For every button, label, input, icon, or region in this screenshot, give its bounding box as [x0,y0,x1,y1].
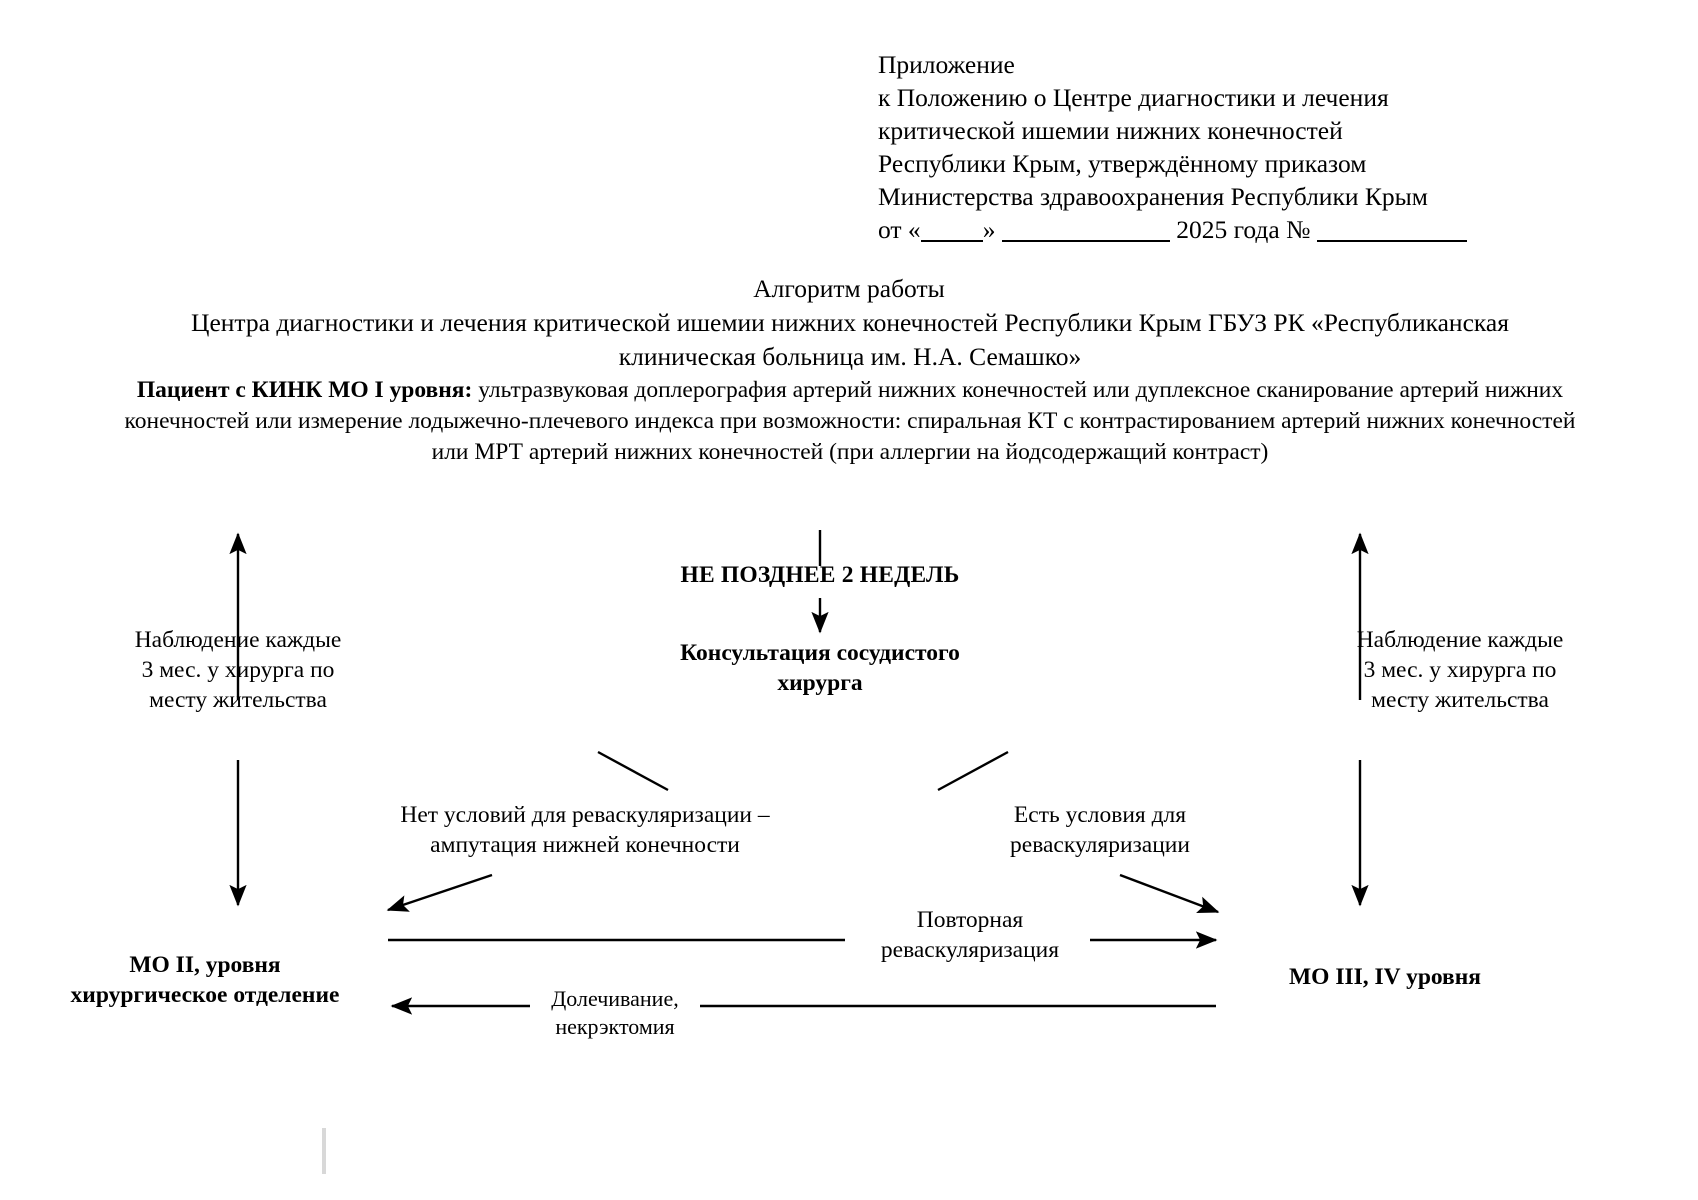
appendix-line-5: Министерства здравоохранения Республики … [878,182,1428,211]
number-blank [1316,240,1467,242]
no-revascularization-line-2: ампутация нижней конечности [430,832,740,858]
aftercare-line-1: Долечивание, [551,986,679,1011]
left-observation-line-3: месту жительства [149,687,327,713]
yes-revascularization-line-2: реваскуляризации [1010,832,1190,858]
aftercare-line-2: некрэктомия [555,1014,675,1039]
right-observation-line-1: Наблюдение каждые [1356,627,1564,653]
left-observation-line-1: Наблюдение каждые [134,627,342,653]
yes-revasc-to-mo34-arrow [1119,873,1220,914]
intro-bold-lead: Пациент с КИНК МО I уровня: [136,377,473,403]
title-line-3: клиническая больница им. Н.А. Семашко» [618,342,1082,371]
deadline-text: НЕ ПОЗДНЕЕ 2 НЕДЕЛЬ [680,562,960,588]
mo-level2-line-2: хирургическое отделение [70,982,340,1008]
appendix-line-2: к Положению о Центре диагностики и лечен… [878,83,1389,112]
right-observation-line-2: 3 мес. у хирурга по [1363,657,1557,683]
month-blank [1001,240,1170,242]
date-prefix: от « [878,215,921,244]
right-observation-node: Наблюдение каждые 3 мес. у хирурга по ме… [1330,625,1590,715]
no-revasc-to-mo2-arrow [386,873,493,912]
left-observation-line-2: 3 мес. у хирурга по [141,657,335,683]
intro-line-1-rest: ультразвуковая доплерография артерий ниж… [472,377,1564,403]
repeat-revascularization-node: Повторная реваскуляризация [845,905,1095,965]
branch-left-line [597,750,669,792]
mo-level2-node: МО II, уровня хирургическое отделение [55,950,355,1010]
mo-level34-line-1: МО III, IV уровня [1288,964,1482,990]
date-mid: » [982,215,996,244]
aftercare-node: Долечивание, некрэктомия [490,985,740,1041]
mo-level34-node: МО III, IV уровня [1255,962,1515,992]
no-revascularization-line-1: Нет условий для реваскуляризации – [400,802,770,828]
repeat-revascularization-line-1: Повторная [916,907,1024,933]
yes-revascularization-node: Есть условия для реваскуляризации [955,800,1245,860]
day-blank [920,240,983,242]
mo-level2-line-1: МО II, уровня [129,952,281,978]
consultation-line-2: хирурга [777,670,863,696]
intro-line-1: Пациент с КИНК МО I уровня: ультразвуков… [70,375,1630,406]
repeat-revascularization-line-2: реваскуляризация [880,937,1060,963]
intro-line-2: конечностей или измерение лодыжечно-плеч… [124,408,1576,434]
no-revascularization-node: Нет условий для реваскуляризации – ампут… [335,800,835,860]
intro-line-3: или МРТ артерий нижних конечностей (при … [431,439,1269,465]
appendix-line-1: Приложение [878,50,1015,79]
appendix-line-3: критической ишемии нижних конечностей [878,116,1343,145]
year-text: 2025 года № [1176,215,1311,244]
page-subtitle: Центра диагностики и лечения критической… [70,306,1630,374]
left-observation-node: Наблюдение каждые 3 мес. у хирурга по ме… [108,625,368,715]
yes-revascularization-line-1: Есть условия для [1013,802,1187,828]
right-observation-line-3: месту жительства [1371,687,1549,713]
branch-right-line [937,750,1009,792]
appendix-line-4: Республики Крым, утверждённому приказом [878,149,1367,178]
deadline-label: НЕ ПОЗДНЕЕ 2 НЕДЕЛЬ [640,560,1000,590]
page-title: Алгоритм работы [0,272,1698,306]
page-edge-artifact [322,1128,326,1174]
appendix-reference-block: Приложение к Положению о Центре диагност… [878,48,1498,246]
intro-paragraph: Пациент с КИНК МО I уровня: ультразвуков… [70,375,1630,468]
appendix-date-line: от « » 2025 года № [878,213,1498,246]
consultation-node: Консультация сосудистого хирурга [640,638,1000,698]
title-line-1: Алгоритм работы [753,274,945,303]
title-line-2: Центра диагностики и лечения критической… [191,308,1509,337]
consultation-line-1: Консультация сосудистого [680,640,960,666]
